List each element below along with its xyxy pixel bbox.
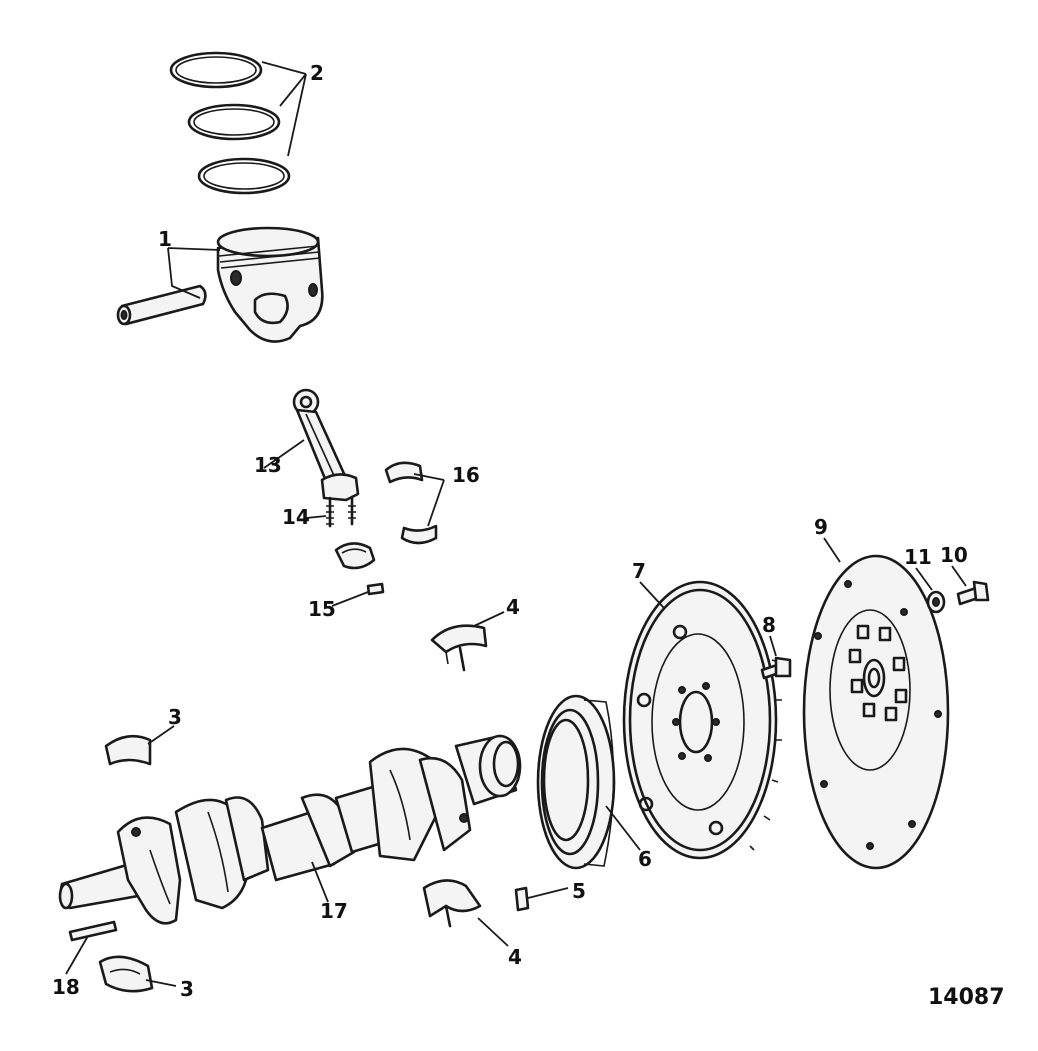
callout-16: 16 bbox=[452, 463, 480, 487]
callout-3-lower: 3 bbox=[180, 977, 194, 1001]
callout-17: 17 bbox=[320, 899, 348, 923]
callouts: 1 2 3 3 4 4 5 6 7 8 9 10 11 13 14 15 16 … bbox=[52, 61, 968, 1001]
callout-5: 5 bbox=[572, 879, 586, 903]
dowel-pin bbox=[366, 582, 385, 596]
callout-13: 13 bbox=[254, 453, 282, 477]
callout-2: 2 bbox=[310, 61, 324, 85]
dowel-5 bbox=[514, 886, 530, 912]
callout-14: 14 bbox=[282, 505, 310, 529]
flywheel bbox=[622, 580, 782, 860]
connecting-rod bbox=[292, 388, 360, 502]
washer bbox=[926, 590, 946, 614]
rod-cap bbox=[334, 542, 376, 570]
piston-pin bbox=[116, 284, 207, 326]
callout-18: 18 bbox=[52, 975, 80, 999]
callout-9: 9 bbox=[814, 515, 828, 539]
callout-3-upper: 3 bbox=[168, 705, 182, 729]
flywheel-bolt bbox=[760, 656, 792, 680]
rod-bearings bbox=[384, 461, 438, 545]
piston-rings bbox=[169, 51, 291, 195]
drive-plate-bolt bbox=[956, 580, 990, 606]
callout-4-upper: 4 bbox=[506, 595, 520, 619]
rod-bolts bbox=[326, 496, 356, 528]
leader-lines bbox=[65, 61, 967, 987]
drive-plate bbox=[802, 554, 950, 870]
main-bearing-3-upper bbox=[104, 734, 152, 766]
main-bearing-lower bbox=[422, 879, 482, 928]
callout-15: 15 bbox=[308, 597, 336, 621]
callout-8: 8 bbox=[762, 613, 776, 637]
callout-4-lower: 4 bbox=[508, 945, 522, 969]
callout-7: 7 bbox=[632, 559, 646, 583]
pin-18 bbox=[68, 920, 118, 942]
callout-10: 10 bbox=[940, 543, 968, 567]
main-bearing-3-lower bbox=[98, 955, 154, 993]
callout-1: 1 bbox=[158, 227, 172, 251]
rear-main-seal bbox=[536, 694, 616, 870]
figure-number: 14087 bbox=[928, 985, 1005, 1010]
crankshaft bbox=[58, 734, 522, 925]
callout-11: 11 bbox=[904, 545, 932, 569]
main-bearing-upper bbox=[430, 624, 488, 672]
callout-6: 6 bbox=[638, 847, 652, 871]
piston bbox=[216, 226, 324, 343]
